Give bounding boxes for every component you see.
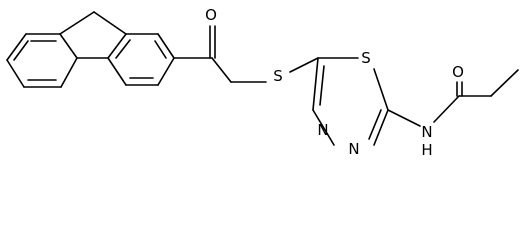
atom-label-carbonyl-oxygen-left: O <box>205 6 217 24</box>
atom-label-thiadiazole-sulfur: S <box>361 49 371 67</box>
bond <box>157 33 175 59</box>
bond-double-inner <box>319 65 325 106</box>
bond-lines <box>6 11 519 146</box>
bond-double-inner <box>115 39 131 59</box>
atom-label-thioether-sulfur: S <box>273 67 283 85</box>
atom-label-thiadiazole-n3: N <box>317 121 328 139</box>
atom-label-amide-oxygen: O <box>452 63 464 81</box>
atom-label-amide-nh: N <box>421 123 432 141</box>
bond <box>6 59 25 88</box>
bond <box>312 109 335 146</box>
bond <box>157 57 175 86</box>
bond <box>373 109 389 146</box>
atom-label-amide-h: H <box>421 141 432 159</box>
bond <box>93 11 127 35</box>
molecule-diagram: O S S N N N H O <box>6 6 519 159</box>
bond <box>289 57 319 73</box>
bond <box>312 57 319 111</box>
bond <box>6 33 27 61</box>
bond <box>211 57 232 83</box>
atom-labels: O S S N N N H O <box>205 6 464 159</box>
bond-double-inner <box>154 40 167 59</box>
bond <box>60 57 78 88</box>
bond <box>387 109 421 127</box>
bond <box>59 33 78 59</box>
bond-double-inner <box>368 109 382 140</box>
bond <box>373 68 389 111</box>
bond <box>490 69 519 97</box>
bond <box>433 95 460 123</box>
bond <box>107 33 127 59</box>
bond <box>107 57 127 86</box>
bond-double-inner <box>13 40 29 61</box>
atom-label-thiadiazole-n4: N <box>348 140 359 158</box>
bond <box>59 11 95 35</box>
